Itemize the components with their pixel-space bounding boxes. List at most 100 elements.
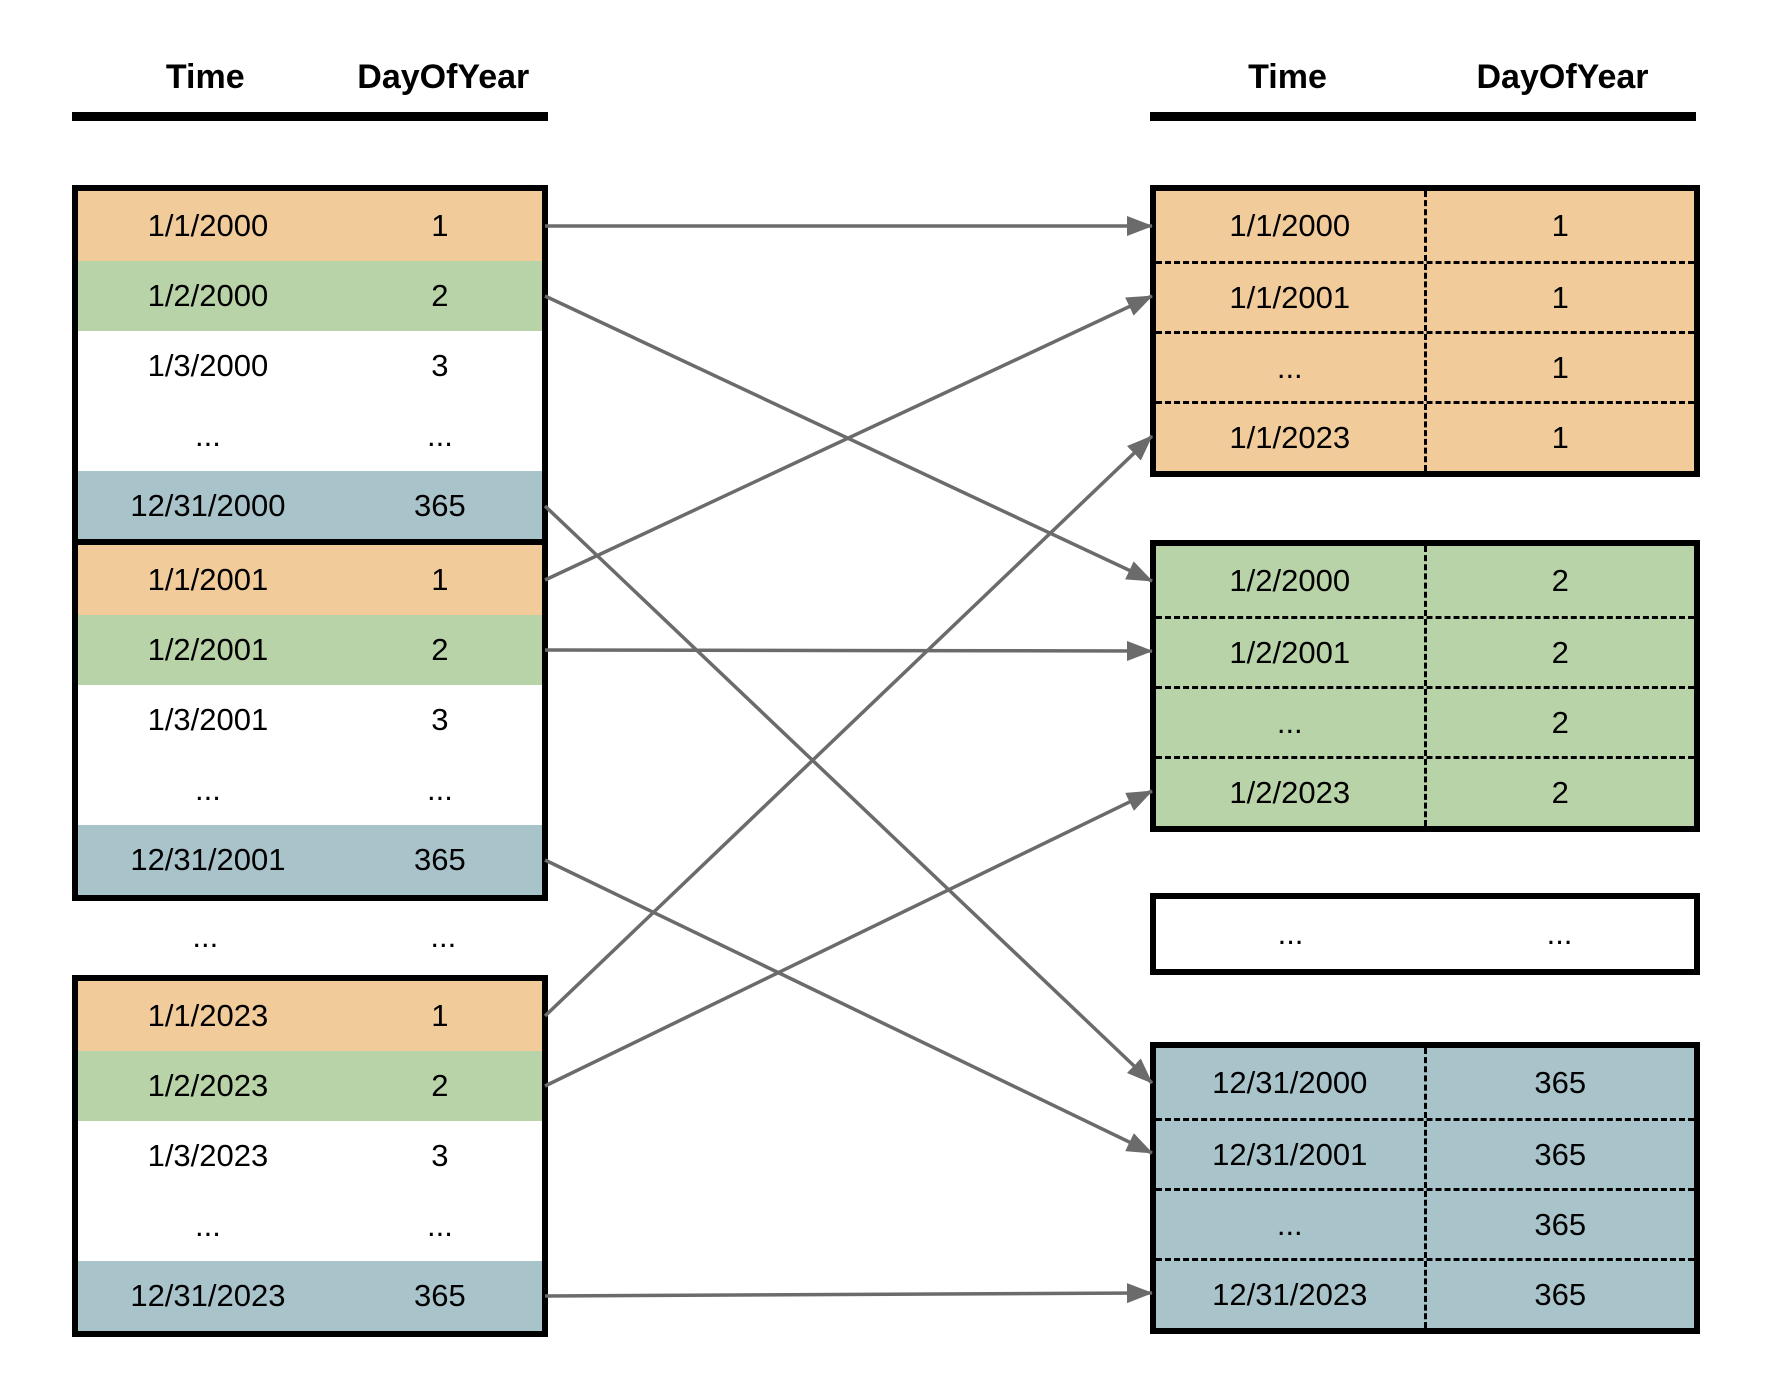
right-table-header: Time DayOfYear xyxy=(1150,52,1700,102)
left-header-dayofyear: DayOfYear xyxy=(357,57,530,96)
table-row: 1/1/2000 1 xyxy=(78,191,542,261)
mapping-arrow xyxy=(543,504,1154,1085)
dayofyear-cell: 365 xyxy=(414,1278,466,1313)
dayofyear-cell: 1 xyxy=(1551,279,1569,315)
table-row: 1/3/2000 3 xyxy=(78,331,542,401)
time-cell: 12/31/2001 xyxy=(1156,1121,1427,1188)
table-row: 12/31/2023 365 xyxy=(1156,1258,1694,1328)
table-row: 1/2/2001 2 xyxy=(78,615,542,685)
time-cell: 1/2/2000 xyxy=(1156,546,1427,616)
table-row: 12/31/2000 365 xyxy=(1156,1048,1694,1118)
table-row: 12/31/2001 365 xyxy=(78,825,542,895)
table-row: 1/2/2001 2 xyxy=(1156,616,1694,686)
time-cell: 1/1/2023 xyxy=(1156,404,1427,471)
dayofyear-cell: 2 xyxy=(1551,563,1569,598)
dayofyear-cell: ... xyxy=(426,418,453,453)
table-row: 12/31/2000 365 xyxy=(78,471,542,541)
time-cell: 1/2/2023 xyxy=(147,1068,269,1103)
dayofyear-cell: 3 xyxy=(431,348,449,383)
dayofyear-cell: 2 xyxy=(431,1068,449,1103)
table-row-ellipsis: ... ... xyxy=(78,755,542,825)
dayofyear-cell: ... xyxy=(426,1208,453,1243)
dayofyear-cell: 2 xyxy=(1551,774,1569,810)
time-cell: 1/2/2000 xyxy=(147,278,269,313)
time-cell: ... xyxy=(1156,334,1427,401)
time-cell: 1/2/2001 xyxy=(1156,619,1427,686)
time-cell: ... xyxy=(1156,1191,1427,1258)
table-row: 1/2/2023 2 xyxy=(78,1051,542,1121)
time-cell: 12/31/2023 xyxy=(130,1278,286,1313)
time-cell: ... xyxy=(192,919,219,954)
table-row: 1/1/2001 1 xyxy=(1156,261,1694,331)
table-row: 1/2/2000 2 xyxy=(78,261,542,331)
left-table-year-2001: 1/1/2001 1 1/2/2001 2 1/3/2001 3 ... ...… xyxy=(72,539,548,901)
dayofyear-cell: ... xyxy=(426,772,453,807)
dayofyear-cell: ... xyxy=(1546,916,1573,951)
mapping-arrow xyxy=(544,1283,1153,1304)
table-row-ellipsis: ... 1 xyxy=(1156,331,1694,401)
time-cell: 1/1/2001 xyxy=(147,562,269,597)
table-row-ellipsis: ... ... xyxy=(78,1191,542,1261)
time-cell: 1/1/2023 xyxy=(147,998,269,1033)
dayofyear-cell: 1 xyxy=(431,998,449,1033)
time-cell: 12/31/2000 xyxy=(1156,1048,1427,1118)
time-cell: 12/31/2001 xyxy=(130,842,286,877)
time-cell: ... xyxy=(1156,689,1427,756)
time-cell: 1/1/2000 xyxy=(147,208,269,243)
dayofyear-cell: 1 xyxy=(431,562,449,597)
dayofyear-cell: 2 xyxy=(431,278,449,313)
table-row: 12/31/2001 365 xyxy=(1156,1118,1694,1188)
table-row-ellipsis: ... ... xyxy=(78,401,542,471)
table-row: 1/1/2023 1 xyxy=(1156,401,1694,471)
mapping-arrow xyxy=(543,434,1154,1018)
left-table-header: Time DayOfYear xyxy=(72,52,548,102)
table-row: 1/1/2000 1 xyxy=(1156,191,1694,261)
time-cell: ... xyxy=(194,1208,221,1243)
dayofyear-cell: 365 xyxy=(1534,1276,1587,1312)
dayofyear-cell: 1 xyxy=(1551,208,1569,243)
table-row: 1/2/2023 2 xyxy=(1156,756,1694,826)
mapping-arrow xyxy=(544,858,1153,1155)
time-cell: 1/3/2001 xyxy=(147,702,269,737)
table-row: 1/1/2023 1 xyxy=(78,981,542,1051)
table-row: 12/31/2023 365 xyxy=(78,1261,542,1331)
left-header-underline xyxy=(72,112,548,121)
right-table-ellipsis-group: ... ... xyxy=(1150,893,1700,975)
dayofyear-cell: 1 xyxy=(1551,419,1569,455)
table-row-ellipsis: ... ... xyxy=(1156,899,1694,969)
dayofyear-cell: 365 xyxy=(1534,1065,1587,1100)
time-cell: 1/1/2000 xyxy=(1156,191,1427,261)
time-cell: ... xyxy=(194,772,221,807)
time-cell: ... xyxy=(1277,916,1304,951)
left-table-year-2023: 1/1/2023 1 1/2/2023 2 1/3/2023 3 ... ...… xyxy=(72,975,548,1337)
dayofyear-cell: 1 xyxy=(1551,349,1569,385)
mapping-arrow xyxy=(544,294,1153,583)
right-table-day-1-group: 1/1/2000 1 1/1/2001 1 ... 1 1/1/2023 1 xyxy=(1150,185,1700,477)
table-row: 1/1/2001 1 xyxy=(78,545,542,615)
dayofyear-cell: 365 xyxy=(414,488,466,523)
time-cell: 1/2/2023 xyxy=(1156,759,1427,826)
left-header-time: Time xyxy=(165,57,245,96)
dayofyear-cell: 365 xyxy=(1534,1136,1587,1172)
dayofyear-cell: 365 xyxy=(414,842,466,877)
time-cell: 1/3/2000 xyxy=(147,348,269,383)
mapping-arrow xyxy=(544,789,1153,1088)
dayofyear-cell: 2 xyxy=(1551,634,1569,670)
dayofyear-cell: 1 xyxy=(431,208,449,243)
table-row-ellipsis: ... 2 xyxy=(1156,686,1694,756)
dayofyear-cell: 3 xyxy=(431,702,449,737)
table-row: 1/3/2023 3 xyxy=(78,1121,542,1191)
right-header-underline xyxy=(1150,112,1696,121)
right-table-day-365-group: 12/31/2000 365 12/31/2001 365 ... 365 12… xyxy=(1150,1042,1700,1334)
right-table-day-2-group: 1/2/2000 2 1/2/2001 2 ... 2 1/2/2023 2 xyxy=(1150,540,1700,832)
dayofyear-cell: ... xyxy=(430,919,457,954)
time-cell: 12/31/2023 xyxy=(1156,1261,1427,1328)
time-cell: 1/3/2023 xyxy=(147,1138,269,1173)
time-cell: 1/2/2001 xyxy=(147,632,269,667)
dayofyear-cell: 365 xyxy=(1534,1206,1587,1242)
table-row: 1/3/2001 3 xyxy=(78,685,542,755)
mapping-arrow xyxy=(544,640,1153,661)
right-header-time: Time xyxy=(1248,57,1327,96)
left-table-year-2000: 1/1/2000 1 1/2/2000 2 1/3/2000 3 ... ...… xyxy=(72,185,548,547)
